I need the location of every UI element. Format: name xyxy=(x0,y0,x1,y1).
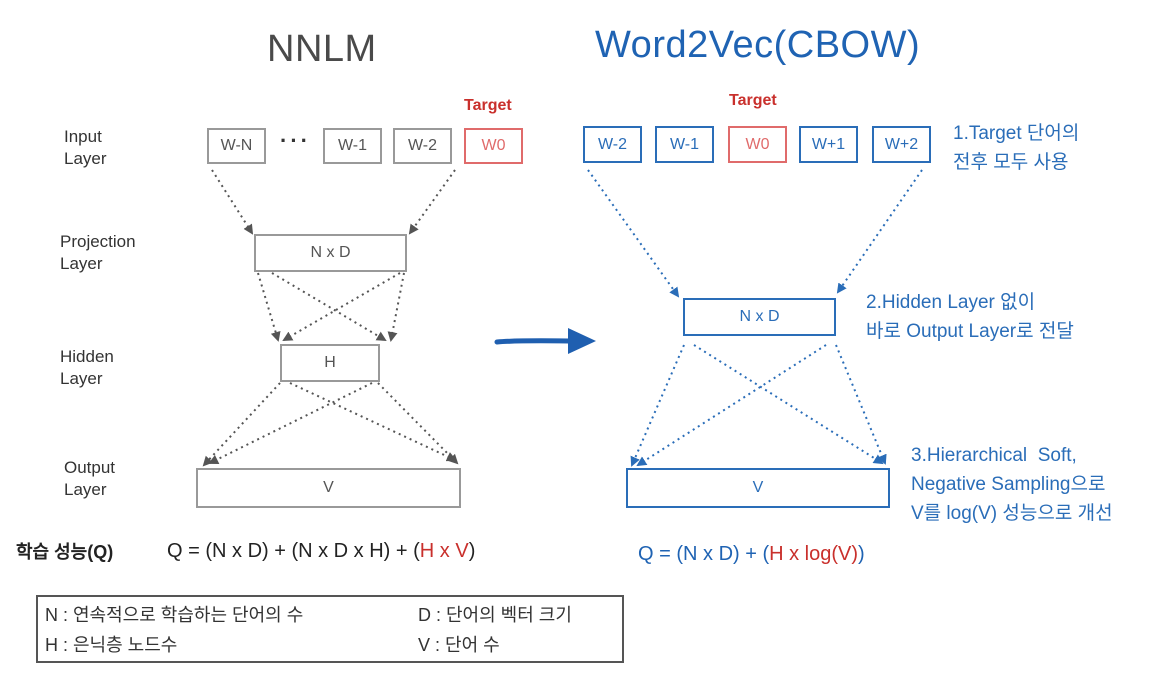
transition-arrow xyxy=(494,328,596,354)
w2v-input-word-box: W-1 xyxy=(655,126,714,163)
hidden-layer-label: Hidden Layer xyxy=(60,347,114,388)
legend-h: H : 은닉층 노드수 xyxy=(45,635,178,655)
nnlm-formula: Q = (N x D) + (N x D x H) + (H x V) xyxy=(167,540,475,563)
w2v-input-word-box: W-2 xyxy=(583,126,642,163)
w2v-projection-to-output-lines xyxy=(630,344,887,467)
w2v-input-word-box: W+1 xyxy=(799,126,858,163)
w2v-input-word-box: W+2 xyxy=(872,126,931,163)
projection-layer-label: Projection Layer xyxy=(60,232,136,273)
nnlm-output-box: V xyxy=(196,468,461,508)
legend-d: D : 단어의 벡터 크기 xyxy=(418,605,572,625)
performance-label: 학습 성능(Q) xyxy=(16,542,114,562)
w2v-title: Word2Vec(CBOW) xyxy=(595,24,921,66)
nnlm-target-word-box: W0 xyxy=(464,128,523,164)
nnlm-ellipsis: ··· xyxy=(280,128,311,153)
legend-v: V : 단어 수 xyxy=(418,635,500,655)
nnlm-projection-box: N x D xyxy=(254,234,407,272)
w2v-input-to-projection-lines xyxy=(587,169,923,298)
w2v-target-label: Target xyxy=(729,92,777,109)
nnlm-input-word-box: W-2 xyxy=(393,128,452,164)
w2v-formula-highlight: H x log(V) xyxy=(769,543,859,565)
w2v-target-word-box: W0 xyxy=(728,126,787,163)
nnlm-formula-prefix: Q = (N x D) + (N x D x H) + ( xyxy=(167,540,420,562)
nnlm-input-to-projection-lines xyxy=(211,169,456,235)
input-layer-label: Input Layer xyxy=(64,127,107,168)
w2v-note-2: 2.Hidden Layer 없이 바로 Output Layer로 전달 xyxy=(866,292,1074,342)
w2v-note-3: 3.Hierarchical Soft, Negative Sampling으로… xyxy=(911,445,1113,524)
legend-n: N : 연속적으로 학습하는 단어의 수 xyxy=(45,605,304,625)
output-layer-label: Output Layer xyxy=(64,458,116,499)
nnlm-projection-to-hidden-lines xyxy=(257,272,405,342)
w2v-projection-box: N x D xyxy=(683,298,836,336)
nnlm-hidden-box: H xyxy=(280,344,380,382)
legend-box: N : 연속적으로 학습하는 단어의 수 D : 단어의 벡터 크기 H : 은… xyxy=(36,595,624,663)
w2v-formula-prefix: Q = (N x D) + ( xyxy=(638,543,770,565)
nnlm-hidden-to-output-lines xyxy=(202,382,459,467)
w2v-formula-suffix: ) xyxy=(858,543,865,565)
w2v-formula: Q = (N x D) + (H x log(V)) xyxy=(638,543,865,566)
nnlm-formula-highlight: H x V xyxy=(419,540,469,562)
nnlm-formula-suffix: ) xyxy=(468,540,476,562)
nnlm-input-word-box: W-N xyxy=(207,128,266,164)
w2v-note-1: 1.Target 단어의 전후 모두 사용 xyxy=(953,123,1080,173)
w2v-output-box: V xyxy=(626,468,890,508)
nnlm-title: NNLM xyxy=(267,28,377,70)
nnlm-target-label: Target xyxy=(464,97,512,114)
nnlm-input-word-box: W-1 xyxy=(323,128,382,164)
